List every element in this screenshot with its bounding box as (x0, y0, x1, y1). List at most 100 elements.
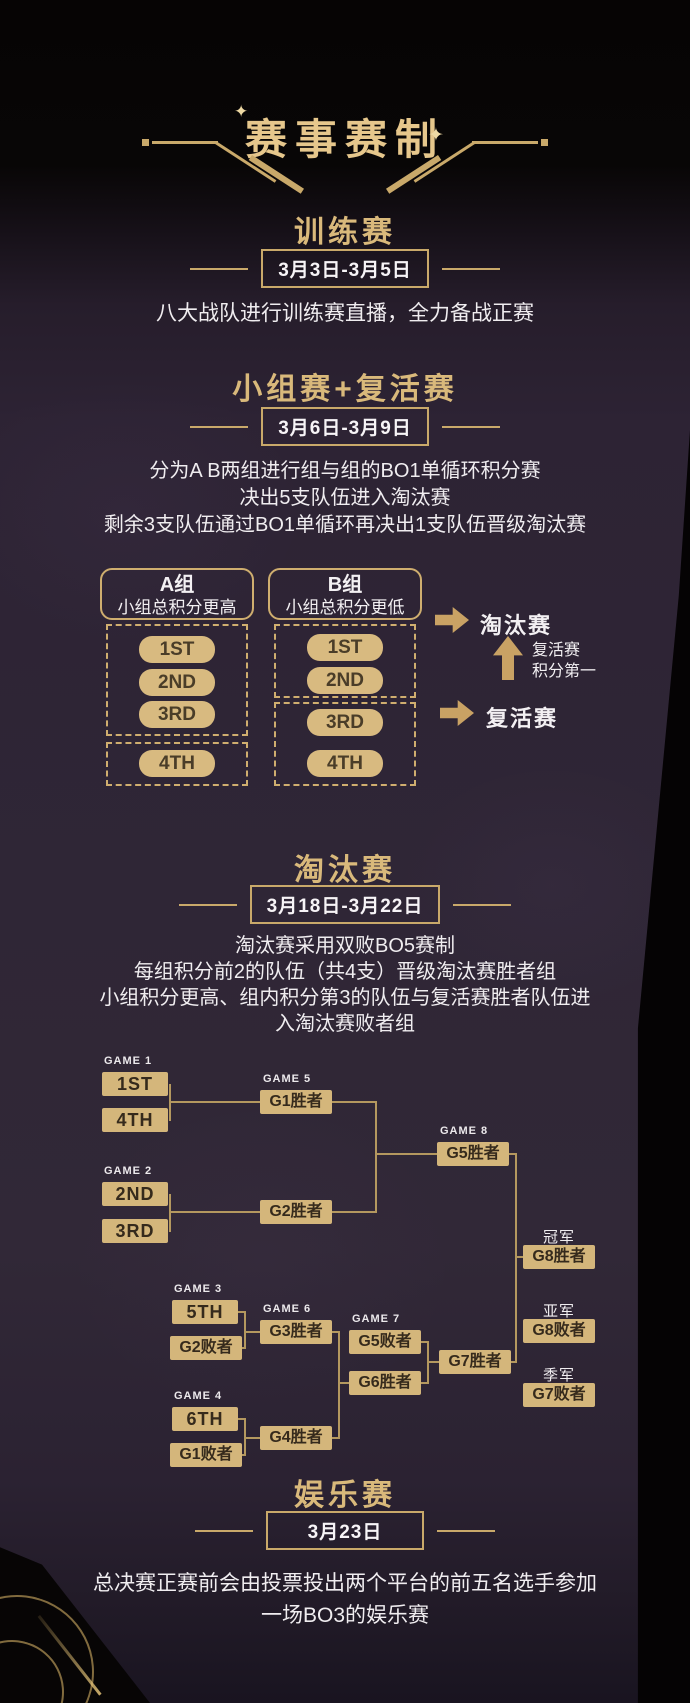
bracket-line (509, 1153, 517, 1155)
bracket-line (332, 1437, 340, 1439)
knockout-desc-line-4: 入淘汰赛败者组 (275, 1013, 415, 1035)
arrow-right-icon (440, 700, 474, 726)
bracket-line (515, 1153, 517, 1363)
group-b-box: B组 小组总积分更低 (268, 568, 422, 620)
knockout-desc-line-1: 淘汰赛采用双败BO5赛制 (234, 935, 456, 957)
game1-label: GAME 1 (104, 1055, 153, 1067)
bracket-line (169, 1194, 171, 1232)
revival-first-line-1: 复活赛 (532, 642, 581, 659)
sparkle-icon: ✦ (234, 102, 249, 121)
group-a-top3-zone (106, 624, 248, 736)
champion-box: G8胜者 (523, 1245, 595, 1269)
bracket-slot-g4a: 6TH (172, 1407, 238, 1431)
entertainment-date-row: 3月23日 (0, 1511, 690, 1550)
runner-up-box: G8败者 (523, 1319, 595, 1343)
training-description: 八大战队进行训练赛直播，全力备战正赛 (156, 302, 534, 325)
bracket-line (375, 1153, 437, 1155)
bracket-line (332, 1331, 340, 1333)
training-heading: 训练赛 (294, 216, 396, 249)
bracket-line (238, 1311, 246, 1313)
bracket-slot-g2b: 3RD (102, 1219, 168, 1243)
game6-label: GAME 6 (263, 1303, 312, 1315)
entertainment-description: 总决赛正赛前会由投票投出两个平台的前五名选手参加 一场BO3的娱乐赛 (0, 1568, 690, 1632)
sparkle-icon: ✦ (428, 125, 444, 146)
bracket-line (169, 1101, 260, 1103)
knockout-date-box: 3月18日-3月22日 (249, 885, 441, 924)
group-a-rank2-pill: 2ND (139, 669, 215, 696)
bracket-line (332, 1101, 377, 1103)
game2-label: GAME 2 (104, 1165, 153, 1177)
entertainment-desc-line-2: 一场BO3的娱乐赛 (260, 1604, 430, 1627)
bracket-slot-g8a: G5胜者 (437, 1142, 509, 1166)
group-stage-desc-line-3: 剩余3支队伍通过BO1单循环再决出1支队伍晋级淘汰赛 (103, 514, 587, 536)
group-b-rank4-pill: 4TH (307, 750, 383, 777)
date-line-left (190, 425, 249, 428)
bracket-slot-g7a: G5败者 (349, 1330, 421, 1354)
date-line-left (190, 267, 249, 270)
date-line-left (194, 1529, 253, 1532)
date-line-left (178, 903, 237, 906)
game3-label: GAME 3 (174, 1283, 223, 1295)
group-a-box: A组 小组总积分更高 (100, 568, 254, 620)
game4-label: GAME 4 (174, 1390, 223, 1402)
bracket-line (427, 1361, 439, 1363)
bracket-line (338, 1382, 349, 1384)
group-stage-date-row: 3月6日-3月9日 (0, 407, 690, 446)
bracket-line (169, 1211, 260, 1213)
training-date-box: 3月3日-3月5日 (261, 249, 429, 288)
bracket-slot-g5b: G2胜者 (260, 1200, 332, 1224)
entertainment-desc-line-1: 总决赛正赛前会由投票投出两个平台的前五名选手参加 (93, 1572, 597, 1595)
group-a-rank4-pill: 4TH (139, 750, 215, 777)
group-a-rule: 小组总积分更高 (117, 598, 237, 617)
bracket-line (421, 1341, 429, 1343)
runner-up-label: 亚军 (542, 1303, 575, 1320)
group-b-rank1-pill: 1ST (307, 634, 383, 661)
group-b-rule: 小组总积分更低 (285, 598, 405, 617)
bracket-slot-g1a: 1ST (102, 1072, 168, 1096)
date-line-right (437, 1529, 496, 1532)
bracket-slot-g5a: G1胜者 (260, 1090, 332, 1114)
date-line-right (453, 903, 512, 906)
group-stage-desc-line-2: 决出5支队伍进入淘汰赛 (239, 487, 451, 509)
entertainment-heading: 娱乐赛 (294, 1479, 396, 1512)
group-b-bottom-zone (274, 702, 416, 786)
knockout-desc-line-3: 小组积分更高、组内积分第3的队伍与复活赛胜者队伍进 (99, 987, 591, 1009)
revival-first-line-2: 积分第一 (532, 663, 597, 680)
bracket-line (332, 1211, 377, 1213)
bracket-line (244, 1331, 260, 1333)
knockout-date-row: 3月18日-3月22日 (0, 885, 690, 924)
bracket-slot-g2a: 2ND (102, 1182, 168, 1206)
bracket-slot-g4b: G1败者 (170, 1443, 242, 1467)
bracket-slot-g6b: G4胜者 (260, 1426, 332, 1450)
group-stage-heading: 小组赛+复活赛 (232, 373, 458, 406)
date-line-right (441, 425, 500, 428)
training-date-row: 3月3日-3月5日 (0, 249, 690, 288)
bracket-slot-g3b: G2败者 (170, 1336, 242, 1360)
arrow-up-icon (493, 636, 523, 680)
group-a-bottom-zone (106, 742, 248, 786)
bracket-line (421, 1382, 429, 1384)
bracket-slot-g7b: G6胜者 (349, 1371, 421, 1395)
bracket-line (338, 1331, 340, 1439)
knockout-description: 淘汰赛采用双败BO5赛制 每组积分前2的队伍（共4支）晋级淘汰赛胜者组 小组积分… (0, 933, 690, 1037)
arrow-right-icon (435, 607, 469, 633)
revival-first-note: 复活赛 积分第一 (532, 640, 596, 682)
bracket-line (238, 1418, 246, 1420)
group-b-rank3-pill: 3RD (307, 709, 383, 736)
entertainment-date-box: 3月23日 (265, 1511, 425, 1550)
bracket-line (244, 1311, 246, 1349)
knockout-heading: 淘汰赛 (294, 854, 396, 887)
to-revival-label: 复活赛 (486, 706, 559, 731)
third-place-box: G7败者 (523, 1383, 595, 1407)
to-knockout-label: 淘汰赛 (480, 613, 553, 638)
bracket-slot-g6a: G3胜者 (260, 1320, 332, 1344)
third-place-label: 季军 (542, 1367, 575, 1384)
bracket-slot-g3a: 5TH (172, 1300, 238, 1324)
knockout-desc-line-2: 每组积分前2的队伍（共4支）晋级淘汰赛胜者组 (133, 961, 557, 983)
group-b-rank2-pill: 2ND (307, 667, 383, 694)
date-line-right (441, 267, 500, 270)
bracket-line (375, 1101, 377, 1213)
bracket-line (515, 1256, 523, 1258)
bracket-slot-g1b: 4TH (102, 1108, 168, 1132)
